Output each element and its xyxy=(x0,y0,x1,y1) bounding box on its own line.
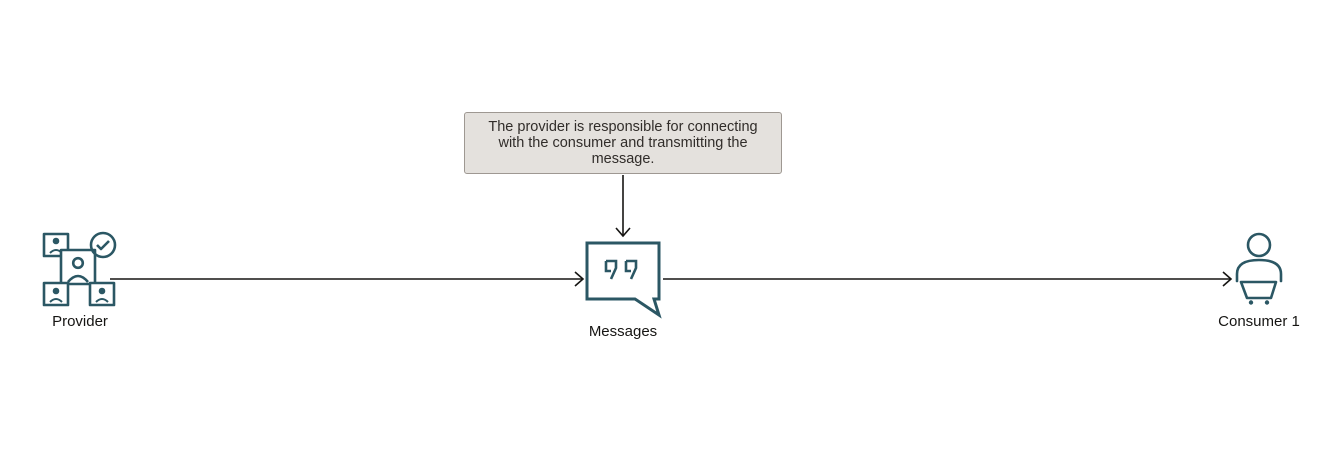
message-quote-bubble-icon xyxy=(585,241,662,319)
connector-provider-to-messages xyxy=(110,271,585,287)
arrowhead-icon xyxy=(1222,271,1233,287)
annotation-note: The provider is responsible for connecti… xyxy=(464,112,782,174)
arrowhead-icon xyxy=(574,271,585,287)
messages-label: Messages xyxy=(588,323,658,340)
provider-label: Provider xyxy=(52,313,108,330)
connector-note-to-messages xyxy=(615,175,631,238)
annotation-text: The provider is responsible for connecti… xyxy=(488,119,758,167)
consumer-label: Consumer 1 xyxy=(1218,313,1300,330)
provider-people-check-icon xyxy=(42,231,117,307)
connector-messages-to-consumer xyxy=(663,271,1233,287)
consumer-cart-icon xyxy=(1235,232,1283,305)
arrowhead-icon xyxy=(615,227,631,238)
